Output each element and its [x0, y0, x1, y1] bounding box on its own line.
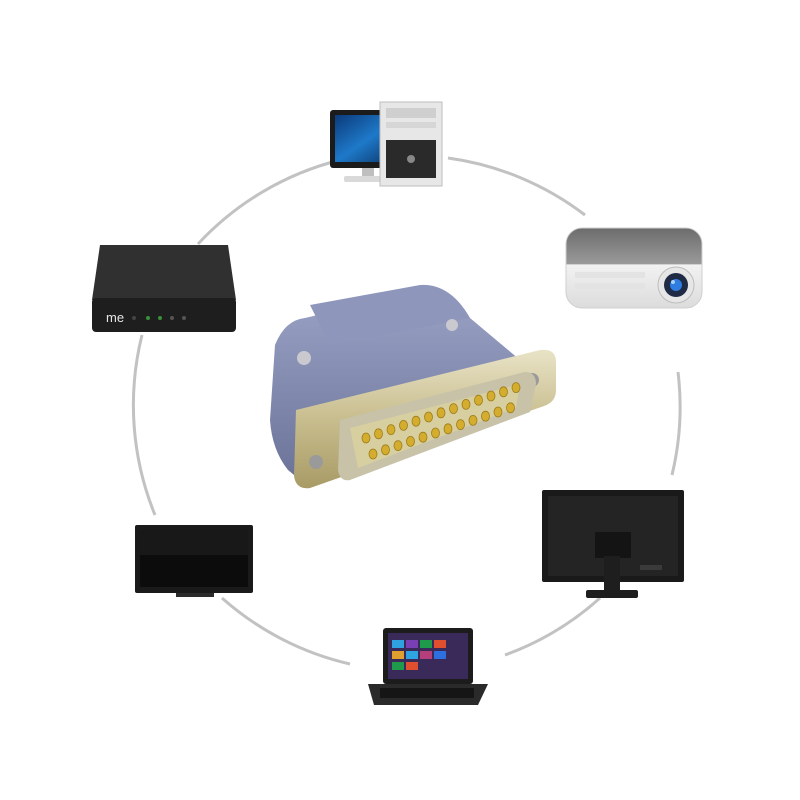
ring-arc-left — [131, 334, 157, 516]
connector-pin — [436, 407, 446, 419]
connector-pin — [461, 398, 471, 410]
connection-ring — [131, 156, 682, 666]
ring-arc-right — [670, 371, 682, 476]
connector-pin — [368, 448, 378, 460]
connector-pins — [361, 382, 521, 460]
connector-pin — [468, 414, 478, 426]
connector-pin — [499, 386, 508, 398]
projector-icon — [565, 227, 703, 309]
laptop-icon — [368, 628, 488, 705]
connector-pin — [474, 394, 483, 406]
connector-pin — [374, 428, 383, 440]
desktop-pc-icon — [330, 101, 443, 187]
connector-pin — [493, 406, 503, 418]
monitor-back-icon — [542, 490, 684, 598]
connector-pin — [431, 427, 440, 439]
connector-pin — [449, 403, 458, 415]
connector-pin — [361, 432, 371, 444]
box-logo: me — [106, 310, 124, 325]
connector-pin — [406, 435, 415, 447]
ring-arc-top-left — [196, 158, 341, 246]
ring-arc-bottom-right — [504, 596, 602, 657]
connector-pin — [393, 440, 403, 452]
router-box-icon: me — [92, 245, 236, 332]
connector-pin — [511, 382, 521, 394]
ring-arc-bottom-left — [221, 596, 351, 666]
connector-pin — [399, 419, 408, 431]
connector-pin — [424, 411, 433, 423]
connector-pin — [381, 444, 390, 456]
connector-pin — [411, 415, 421, 427]
connector-pin — [386, 424, 396, 436]
connector-pin — [481, 410, 490, 422]
tv-icon — [135, 525, 253, 597]
connector-pin — [486, 390, 496, 402]
connector-pin — [456, 419, 465, 431]
connector-pin — [418, 431, 428, 443]
connector-pin — [443, 423, 453, 435]
connector-pin — [506, 402, 515, 414]
ring-arc-top-right — [447, 156, 586, 217]
